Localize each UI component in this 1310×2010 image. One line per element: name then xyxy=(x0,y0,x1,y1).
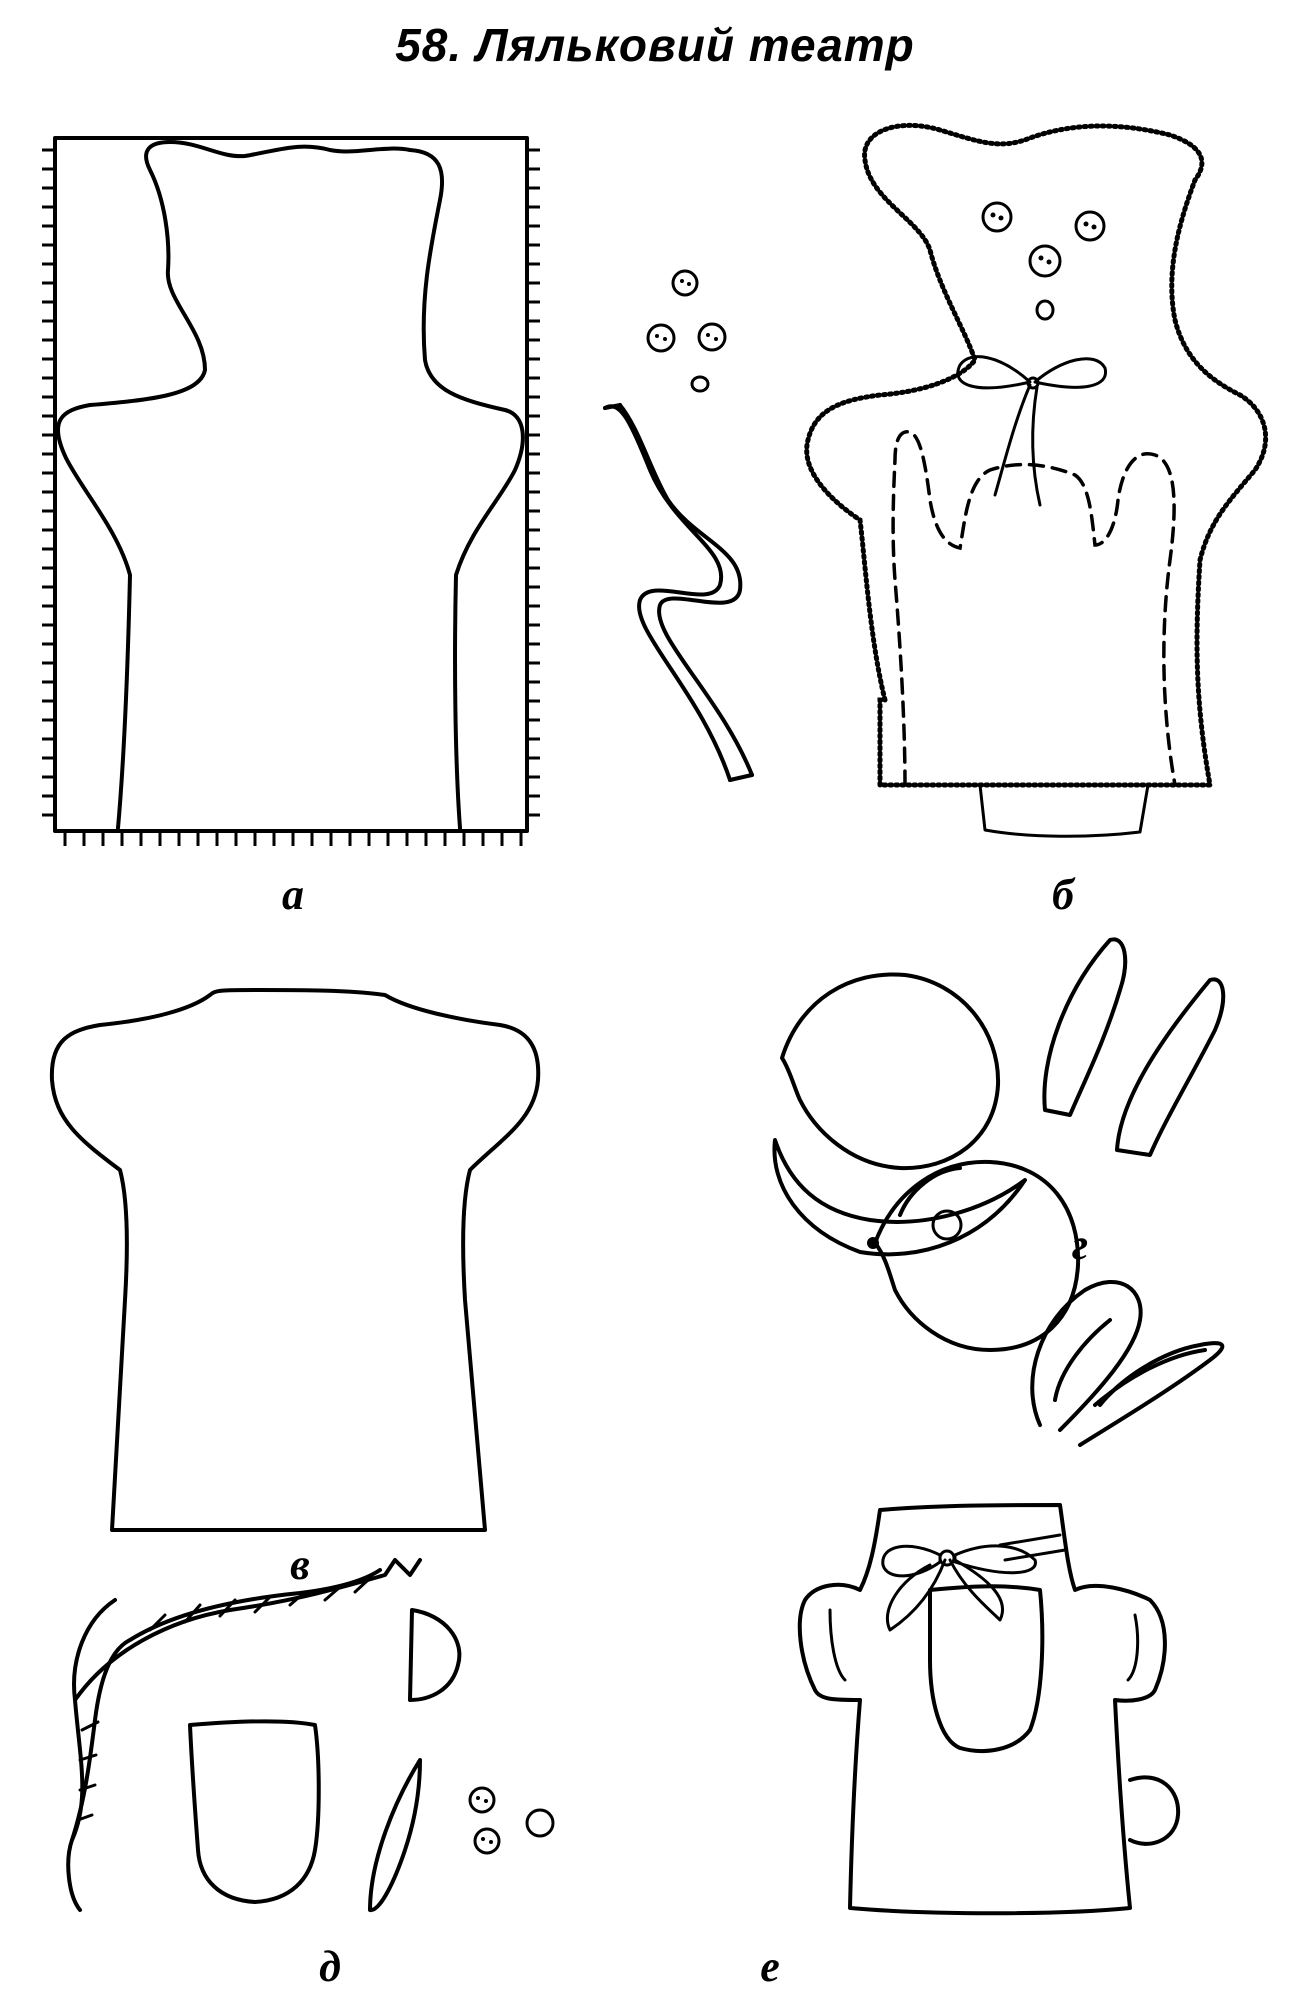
bear-face-buttons xyxy=(981,201,1106,321)
rabbit-ear-left xyxy=(1030,1279,1143,1432)
panel-label-v: в xyxy=(290,1540,310,1589)
body-pattern-outline xyxy=(49,988,541,1532)
rabbit-head-piece xyxy=(780,972,1001,1171)
ruler-left-ticks xyxy=(42,148,55,817)
ruler-bottom-ticks xyxy=(63,831,523,846)
rabbit-collar-piece xyxy=(772,1138,1027,1257)
grid-frame xyxy=(53,136,529,833)
panel-label-d: д xyxy=(319,1942,341,1991)
ear-leaf-piece xyxy=(368,1758,422,1912)
panel-a-bear-pattern xyxy=(42,136,540,846)
ruler-right-ticks xyxy=(527,148,540,817)
panel-label-e: е xyxy=(760,1942,780,1991)
rabbit-belly xyxy=(928,1584,1045,1753)
muzzle-piece xyxy=(188,1719,321,1904)
bear-puppet-fuzzy-outline xyxy=(804,122,1269,788)
striped-tail xyxy=(66,1558,422,1912)
panel-e-rabbit-puppet xyxy=(797,1159,1225,1916)
panel-label-a: а xyxy=(282,870,304,919)
panel-d-parts xyxy=(66,1558,555,1912)
bear-puppet-seam-dashed xyxy=(891,430,1177,787)
rabbit-bow xyxy=(881,1533,1067,1632)
panel-label-g: г xyxy=(1071,1220,1089,1269)
rabbit-eye xyxy=(931,1209,963,1241)
panel-label-b: б xyxy=(1052,870,1074,919)
rabbit-ear-piece-1 xyxy=(1042,937,1128,1117)
bear-pattern-outline xyxy=(55,140,525,830)
bear-cuff xyxy=(978,783,1150,838)
rabbit-nose xyxy=(867,1237,879,1249)
panel-g-rabbit-pieces xyxy=(772,937,1226,1257)
loose-buttons xyxy=(646,269,727,393)
rabbit-tail xyxy=(1128,1775,1181,1846)
half-circle-piece xyxy=(408,1608,462,1702)
rabbit-head xyxy=(873,1159,1081,1352)
page-title: 58. Ляльковий театр xyxy=(395,19,915,71)
panel-v-body-pattern xyxy=(49,988,541,1532)
loose-ribbon xyxy=(603,403,754,782)
bear-bow xyxy=(956,355,1107,507)
small-buttons xyxy=(468,1786,555,1855)
rabbit-ear-right xyxy=(1078,1341,1225,1447)
rabbit-body xyxy=(797,1503,1167,1916)
rabbit-ear-piece-2 xyxy=(1115,977,1226,1157)
tail-stripes xyxy=(76,1578,370,1822)
panel-b-bear-puppet xyxy=(603,122,1269,838)
